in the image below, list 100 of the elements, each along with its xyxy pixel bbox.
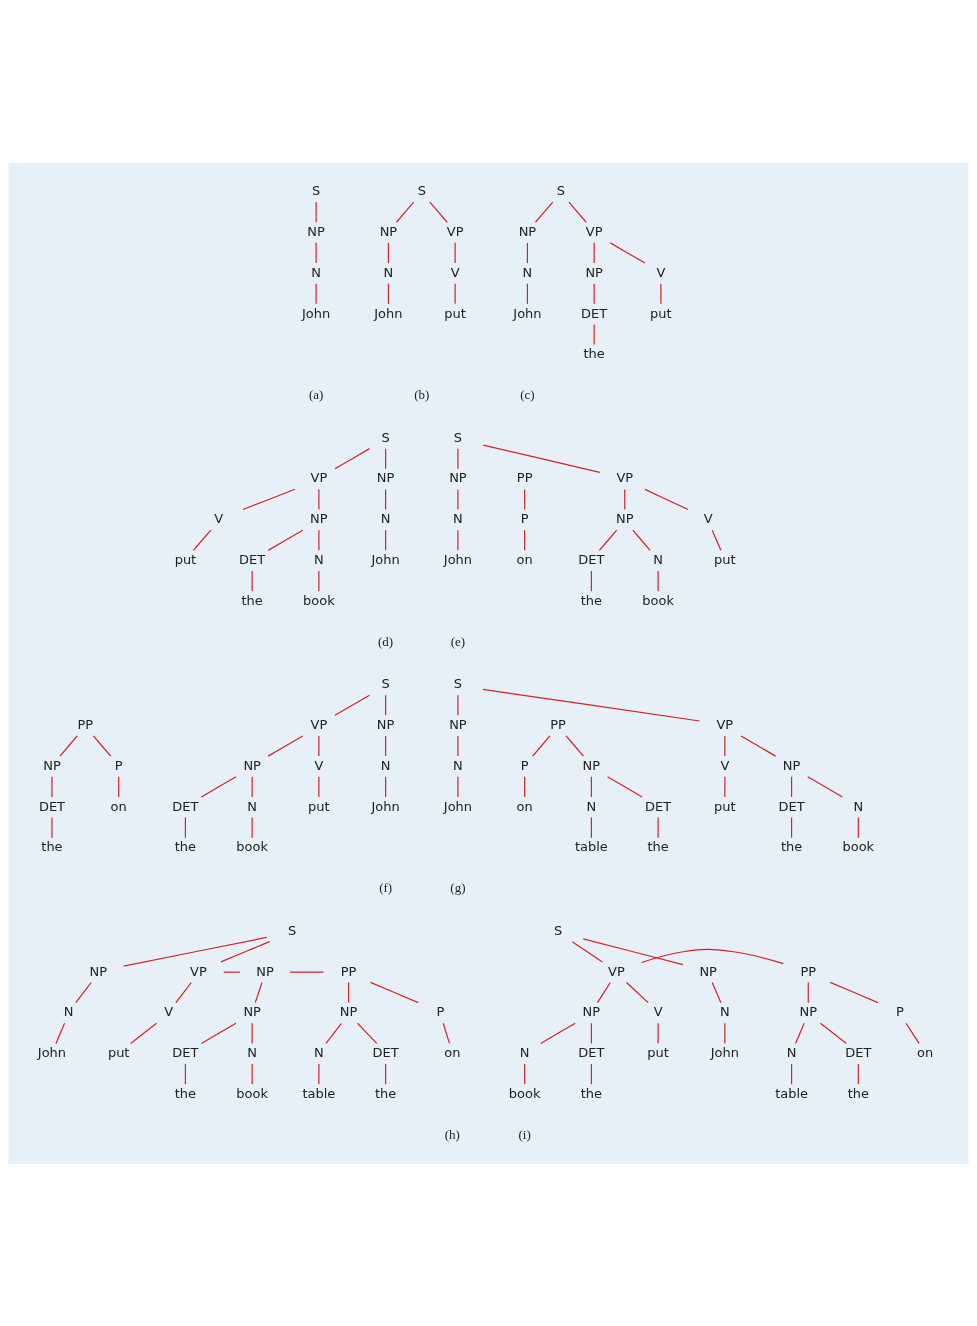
node-text: the bbox=[241, 592, 263, 608]
node-text: PP bbox=[800, 963, 817, 979]
connector bbox=[325, 1022, 342, 1044]
node-text: DET bbox=[578, 1044, 605, 1060]
connector bbox=[524, 1062, 526, 1085]
connector bbox=[532, 734, 551, 757]
connector bbox=[175, 981, 192, 1003]
connector bbox=[791, 816, 793, 838]
node-text: the bbox=[580, 592, 603, 608]
connector bbox=[482, 688, 701, 722]
node-text: book bbox=[236, 1085, 268, 1101]
node-text: book bbox=[642, 592, 674, 608]
node-text: V bbox=[720, 757, 730, 773]
connector bbox=[55, 1022, 66, 1044]
connector bbox=[254, 981, 263, 1003]
connector bbox=[711, 529, 722, 551]
node-text: V bbox=[656, 264, 666, 280]
node-text: book bbox=[508, 1085, 541, 1101]
connector bbox=[369, 981, 419, 1003]
connector bbox=[593, 282, 595, 304]
node-text: PP bbox=[77, 716, 94, 732]
label: (a) bbox=[308, 386, 324, 402]
node-text: N bbox=[453, 510, 463, 526]
connector bbox=[819, 1022, 847, 1044]
label: (c) bbox=[520, 386, 535, 402]
node-text: S bbox=[453, 429, 463, 445]
node-text: NP bbox=[379, 223, 398, 239]
connector bbox=[596, 981, 611, 1003]
connector bbox=[387, 282, 389, 304]
node-text: S bbox=[381, 675, 390, 691]
node-text: DET bbox=[645, 798, 672, 814]
connector bbox=[318, 529, 320, 551]
node-text: N bbox=[63, 1003, 74, 1019]
connector bbox=[123, 936, 268, 967]
connector bbox=[857, 1062, 859, 1085]
connector bbox=[905, 1022, 920, 1044]
connector bbox=[657, 816, 659, 838]
label: (g) bbox=[450, 879, 466, 895]
node-text: NP bbox=[310, 510, 328, 526]
node-text: NP bbox=[307, 223, 325, 239]
connector bbox=[223, 971, 241, 973]
node-text: VP bbox=[716, 716, 734, 732]
connector bbox=[184, 816, 186, 838]
node-text: book bbox=[236, 838, 268, 854]
node-text: John bbox=[710, 1044, 739, 1060]
node-text: N bbox=[586, 798, 597, 814]
connector bbox=[334, 447, 371, 469]
node-text: the bbox=[174, 1085, 197, 1101]
node-text: DET bbox=[845, 1044, 872, 1060]
node-text: NP bbox=[256, 963, 274, 979]
connector bbox=[385, 447, 387, 469]
node-text: S bbox=[311, 182, 321, 198]
connector bbox=[429, 201, 448, 223]
node-text: P bbox=[520, 757, 529, 773]
connector bbox=[590, 1062, 592, 1085]
node-text: NP bbox=[585, 264, 603, 280]
node-text: NP bbox=[582, 757, 601, 773]
node-text: the bbox=[647, 838, 669, 854]
connector bbox=[267, 734, 304, 757]
node-text: put bbox=[650, 305, 672, 321]
connector bbox=[568, 201, 587, 223]
connector bbox=[385, 775, 387, 797]
node-text: NP bbox=[89, 963, 108, 979]
connector bbox=[184, 1062, 186, 1085]
connector bbox=[590, 775, 592, 797]
node-text: N bbox=[786, 1044, 797, 1060]
node-text: DET bbox=[172, 1044, 199, 1060]
node-text: on bbox=[916, 1044, 934, 1060]
label: (f) bbox=[379, 879, 393, 895]
node-text: DET bbox=[172, 798, 199, 814]
connector bbox=[387, 241, 389, 264]
node-text: DET bbox=[239, 551, 266, 567]
connector bbox=[318, 775, 320, 797]
connector bbox=[482, 444, 601, 473]
connector bbox=[318, 734, 320, 757]
node-text: N bbox=[311, 264, 321, 280]
node-text: N bbox=[380, 510, 391, 526]
node-text: table bbox=[574, 838, 608, 854]
node-text: N bbox=[453, 757, 463, 773]
connector bbox=[524, 529, 526, 551]
node-text: S bbox=[381, 429, 390, 445]
node-text: John bbox=[37, 1044, 67, 1060]
node-text: John bbox=[374, 305, 403, 321]
connector bbox=[598, 529, 618, 551]
connector bbox=[251, 816, 253, 838]
node-text: John bbox=[302, 305, 331, 321]
label: (e) bbox=[450, 633, 466, 649]
node-text: N bbox=[653, 551, 663, 567]
node-text: P bbox=[436, 1003, 445, 1019]
node-text: S bbox=[556, 182, 565, 198]
node-text: VP bbox=[585, 223, 603, 239]
node-text: NP bbox=[799, 1003, 818, 1019]
connector bbox=[624, 488, 626, 510]
node-text: John bbox=[443, 798, 473, 814]
connector bbox=[92, 734, 112, 757]
connector bbox=[791, 775, 793, 797]
connector bbox=[267, 529, 304, 551]
node-text: PP bbox=[340, 963, 357, 979]
node-text: V bbox=[164, 1003, 174, 1019]
connector bbox=[192, 529, 212, 551]
